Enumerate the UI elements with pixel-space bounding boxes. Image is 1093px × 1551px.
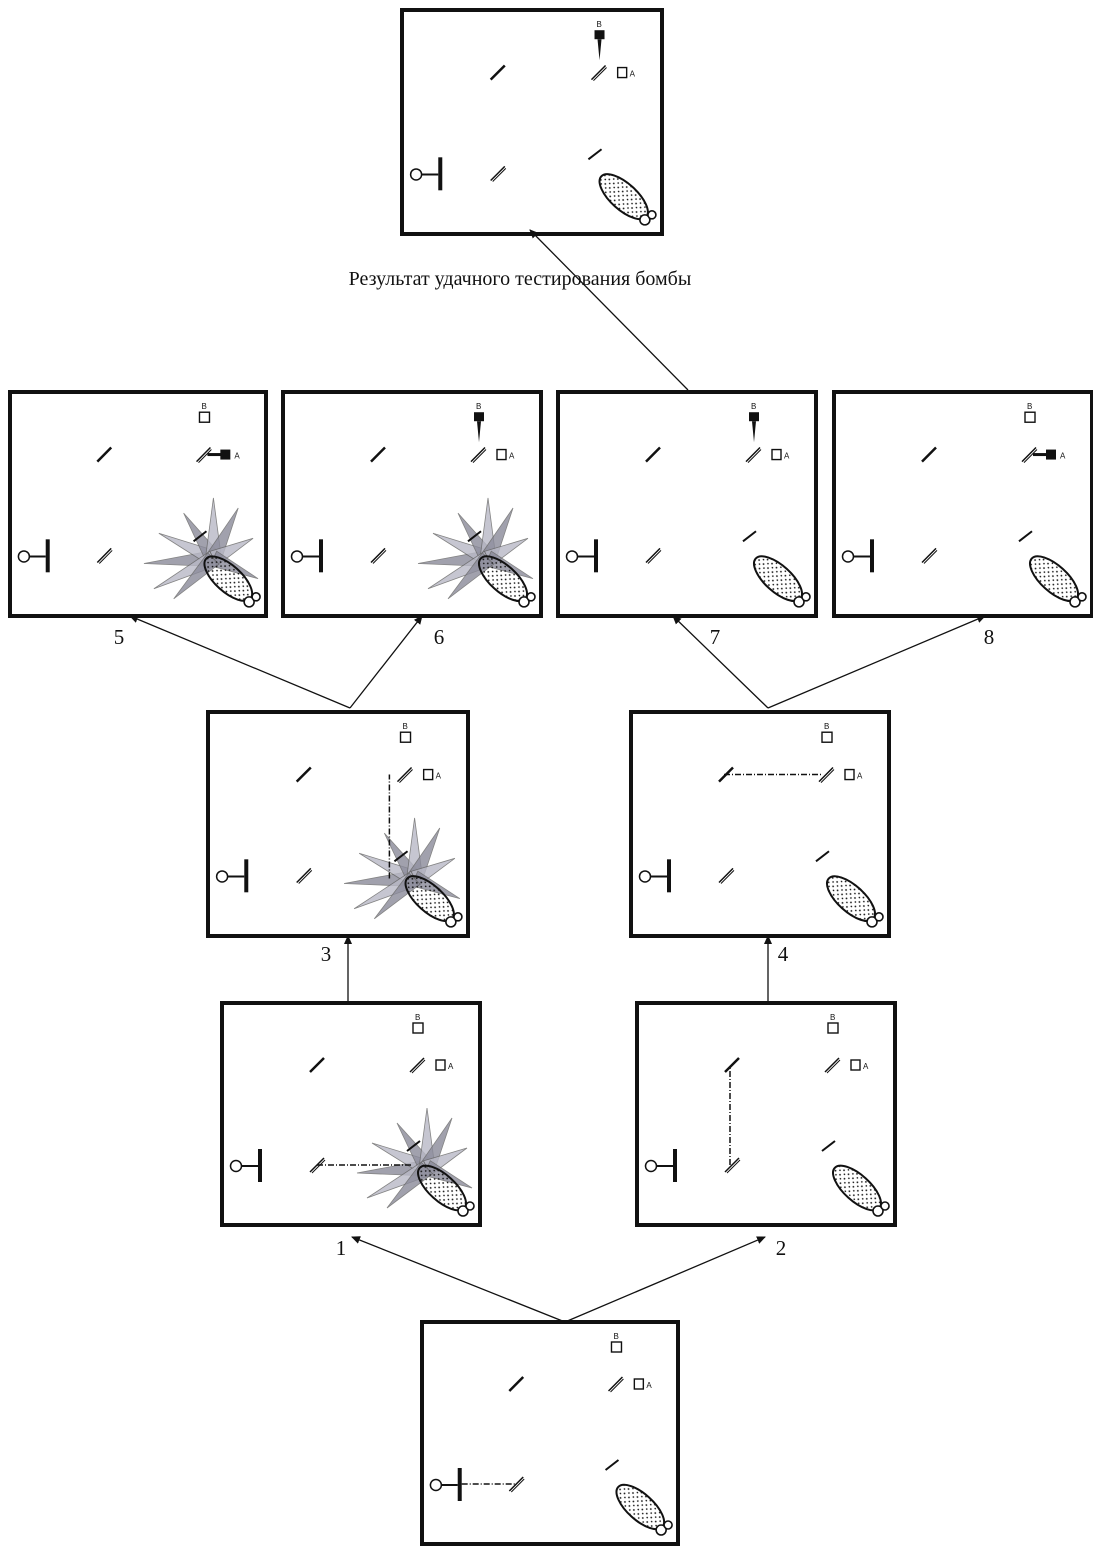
detector-b-label: B <box>1027 402 1032 411</box>
detector-a-label: A <box>448 1062 454 1071</box>
detector-a-label: A <box>234 452 240 461</box>
experiment-panel-bottom: BA <box>422 1322 678 1544</box>
transition-arrow <box>130 616 350 708</box>
experiment-panel-p5: BA <box>10 392 266 616</box>
detector-a-label: A <box>646 1381 652 1390</box>
detector-a-icon: A <box>424 770 442 781</box>
detector-a-icon: A <box>772 450 790 461</box>
experiment-panel-p3: BA <box>208 712 468 936</box>
experiment-panel-p1: BA <box>222 1003 480 1225</box>
step-label-2: 2 <box>766 1236 796 1261</box>
experiment-panel-p8: BA <box>834 392 1092 616</box>
experiment-panel-p4: BA <box>631 712 889 936</box>
experiment-panel-top: BA <box>402 10 662 234</box>
detector-a-icon: A <box>634 1379 652 1390</box>
detector-a-icon: A <box>497 450 515 461</box>
step-label-1: 1 <box>326 1236 356 1261</box>
detector-a-label: A <box>1060 452 1066 461</box>
step-label-4: 4 <box>768 942 798 967</box>
detector-b-label: B <box>476 402 481 411</box>
step-label-5: 5 <box>104 625 134 650</box>
detector-a-label: A <box>863 1062 869 1071</box>
detector-b-label: B <box>751 402 756 411</box>
step-label-8: 8 <box>974 625 1004 650</box>
transition-arrow <box>530 230 688 390</box>
detector-a-label: A <box>436 772 442 781</box>
detector-b-label: B <box>824 722 829 731</box>
detector-b-label: B <box>415 1013 420 1022</box>
detector-b-label: B <box>830 1013 835 1022</box>
detector-b-label: B <box>613 1332 618 1341</box>
transition-arrow <box>352 1237 565 1322</box>
experiment-panel-p6: BA <box>283 392 541 616</box>
detector-a-icon: A <box>436 1060 454 1071</box>
experiment-panel-p2: BA <box>637 1003 895 1225</box>
detector-a-label: A <box>857 772 863 781</box>
transition-arrow <box>350 616 422 708</box>
detector-a-label: A <box>509 452 515 461</box>
detector-b-label: B <box>403 722 408 731</box>
step-label-7: 7 <box>700 625 730 650</box>
detector-b-label: B <box>201 402 206 411</box>
detector-a-icon: A <box>618 68 636 79</box>
step-label-3: 3 <box>311 942 341 967</box>
detector-a-icon: A <box>845 770 863 781</box>
step-label-6: 6 <box>424 625 454 650</box>
detector-a-label: A <box>784 452 790 461</box>
detector-b-label: B <box>597 20 602 29</box>
detector-a-label: A <box>630 70 636 79</box>
detector-a-icon: A <box>851 1060 869 1071</box>
result-caption: Результат удачного тестирования бомбы <box>250 268 790 291</box>
transition-arrow <box>565 1237 765 1322</box>
transition-arrow <box>768 616 985 708</box>
experiment-panel-p7: BA <box>558 392 816 616</box>
